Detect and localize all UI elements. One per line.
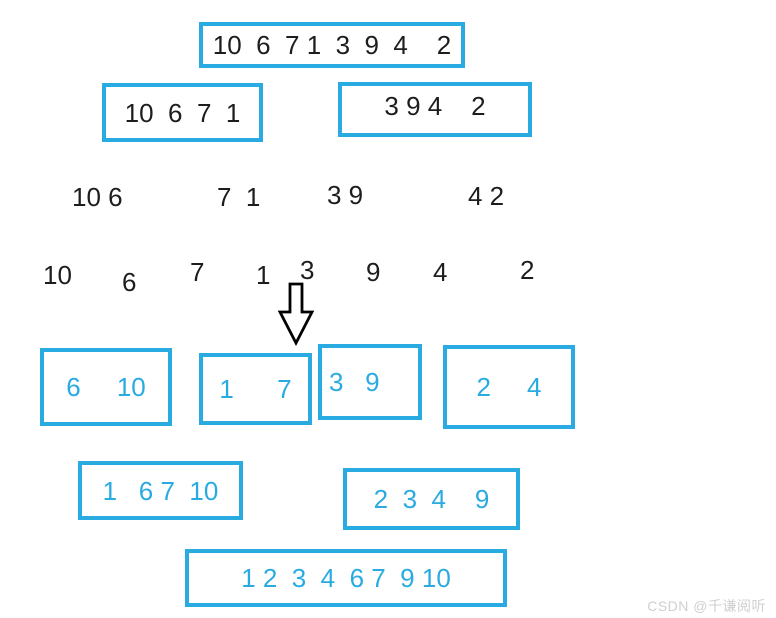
merged-half-box-right: 2 3 4 9 bbox=[343, 468, 520, 530]
split-pair-3: 3 9 bbox=[327, 180, 364, 210]
merged-pair-box-3: 3 9 bbox=[318, 344, 422, 420]
unsorted-array-box: 10 6 7 1 3 9 4 2 bbox=[199, 22, 465, 68]
csdn-watermark: CSDN @千谦阅听 bbox=[647, 598, 766, 614]
merged-pair-box-1: 6 10 bbox=[40, 348, 172, 426]
split-pair-4: 4 2 bbox=[468, 181, 505, 211]
leaf-number-6: 9 bbox=[366, 257, 381, 287]
down-arrow-icon bbox=[277, 282, 315, 347]
leaf-number-1: 10 bbox=[43, 260, 72, 290]
sorted-array-box: 1 2 3 4 6 7 9 10 bbox=[185, 549, 507, 607]
leaf-number-3: 7 bbox=[190, 257, 205, 287]
split-pair-2: 7 1 bbox=[217, 182, 261, 212]
leaf-number-7: 4 bbox=[433, 257, 448, 287]
split-right-half-box: 3 9 4 2 bbox=[338, 82, 532, 137]
leaf-number-8: 2 bbox=[520, 255, 535, 285]
merged-half-box-left: 1 6 7 10 bbox=[78, 461, 243, 520]
split-pair-1: 10 6 bbox=[72, 182, 123, 212]
merged-pair-box-4: 2 4 bbox=[443, 345, 575, 429]
leaf-number-2: 6 bbox=[122, 267, 137, 297]
leaf-number-5: 3 bbox=[300, 255, 315, 285]
leaf-number-4: 1 bbox=[256, 260, 271, 290]
merged-pair-box-2: 1 7 bbox=[199, 353, 312, 425]
split-left-half-box: 10 6 7 1 bbox=[102, 83, 263, 142]
